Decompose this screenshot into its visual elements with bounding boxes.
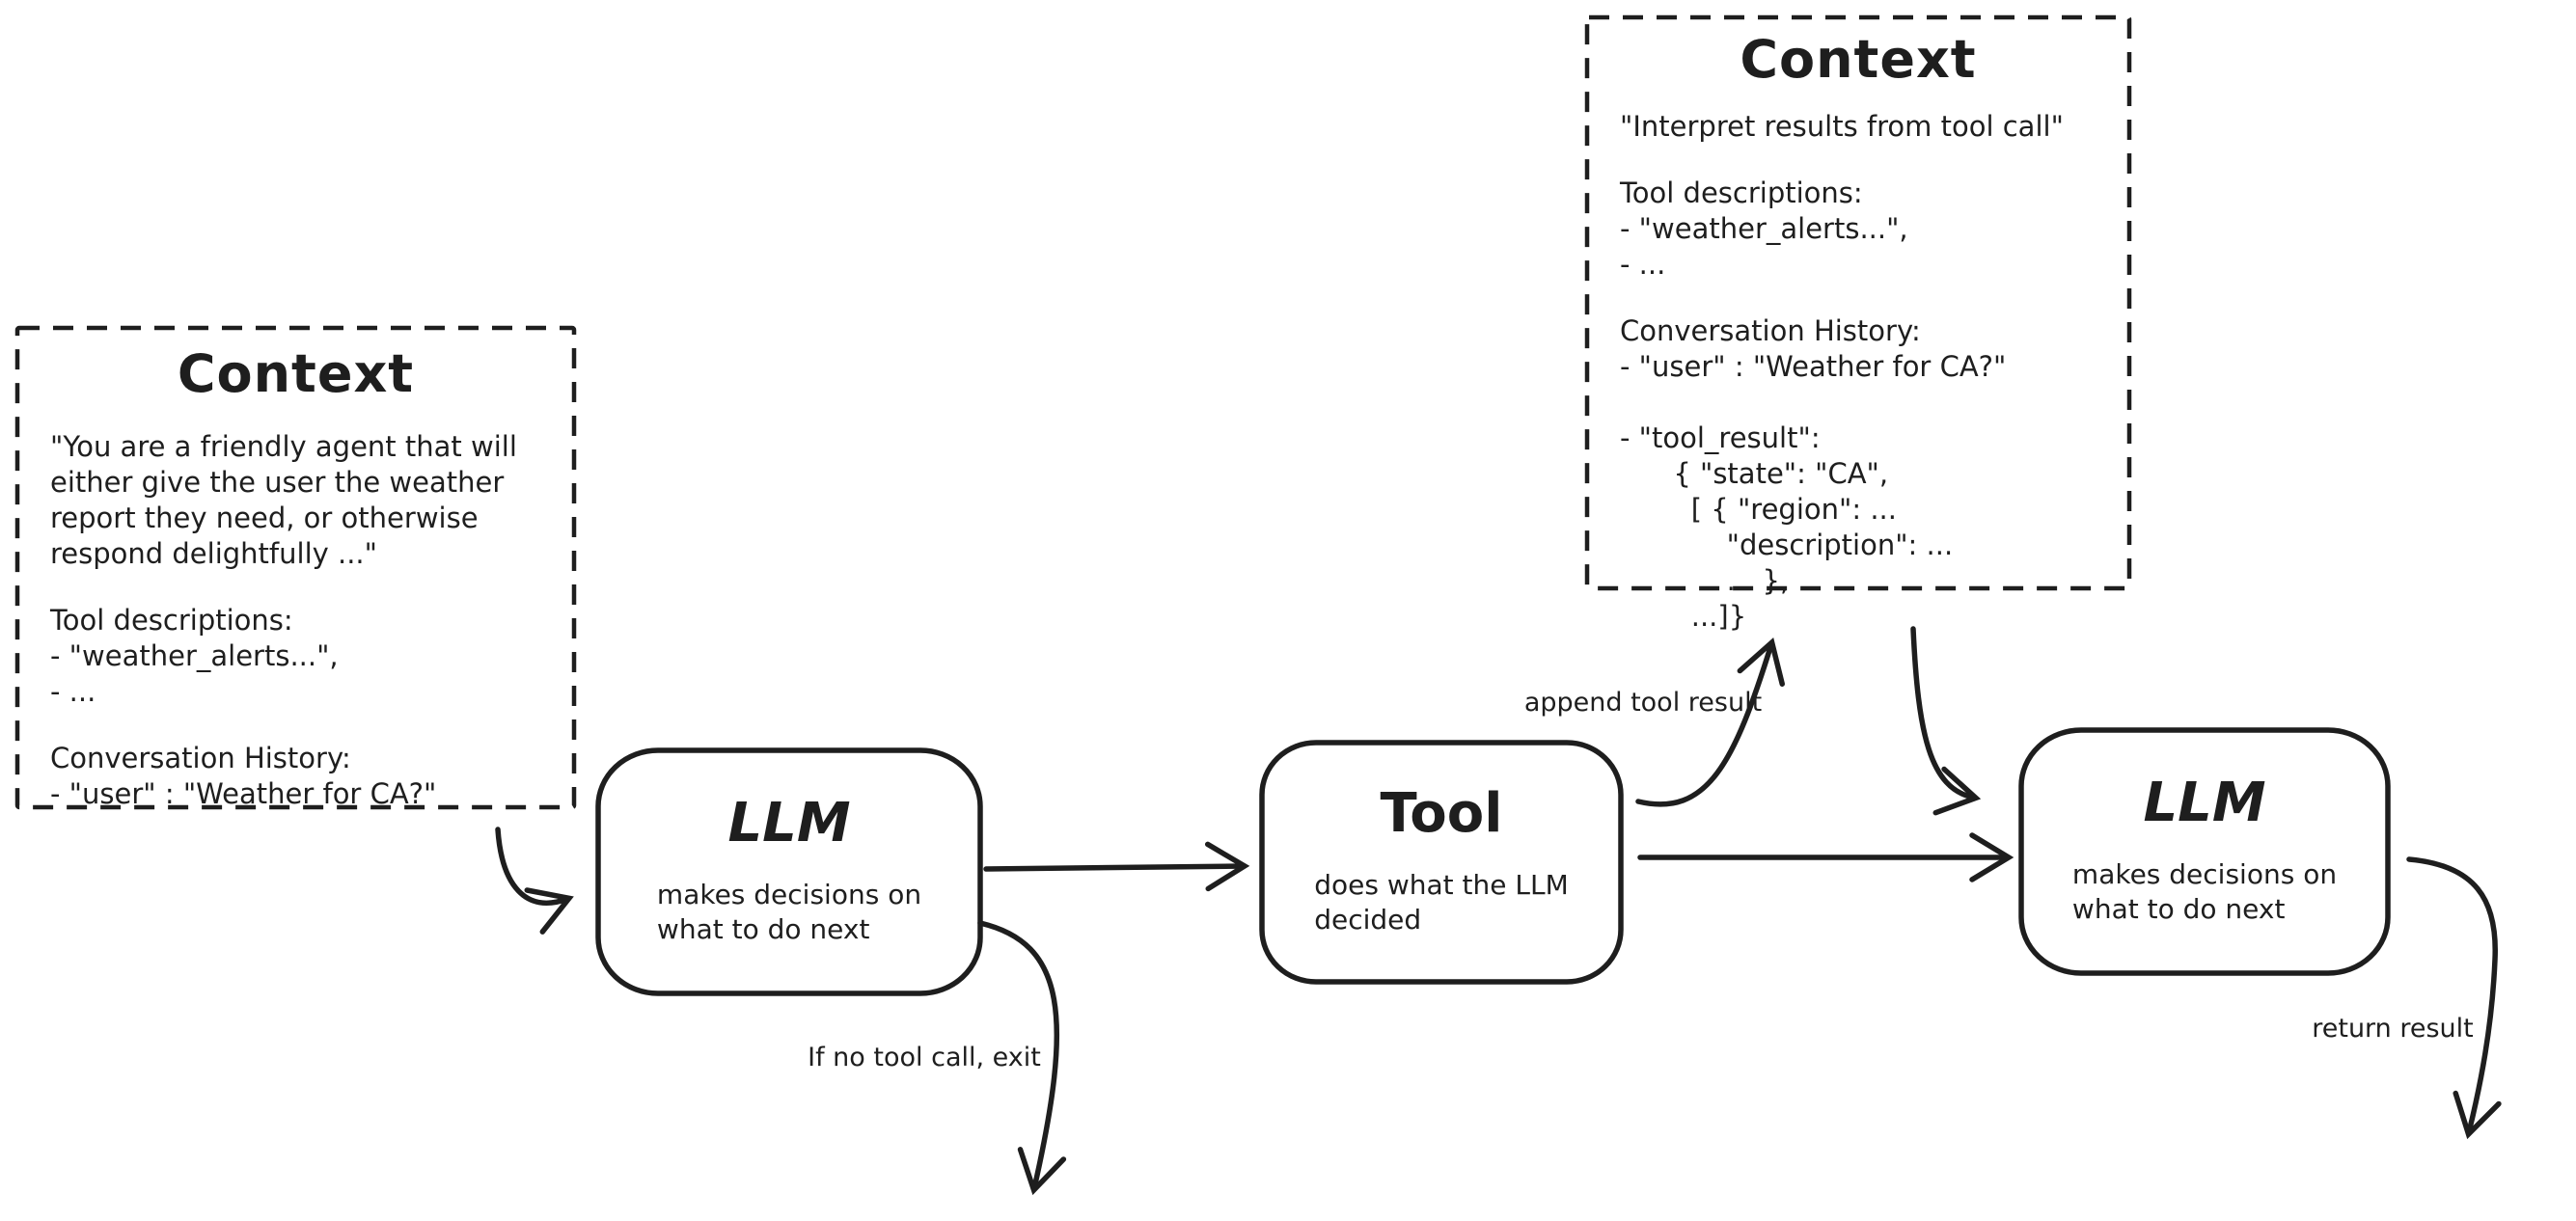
arrow-tool-to-context2 xyxy=(1635,638,1786,807)
left-context-title: Context xyxy=(177,343,415,404)
right-context-tool-descriptions: Tool descriptions: - "weather_alerts..."… xyxy=(1620,176,1908,281)
tool-node-border xyxy=(1259,740,1624,985)
llm2-node-title: LLM xyxy=(2143,772,2266,834)
right-context-box: Context "Interpret results from tool cal… xyxy=(1587,17,2129,633)
llm1-node-border xyxy=(595,747,983,996)
edge-label-return-result: return result xyxy=(2312,1014,2474,1044)
arrow-llm2-return xyxy=(2406,856,2502,1140)
right-context-conversation-history: Conversation History: - "user" : "Weathe… xyxy=(1620,314,2007,633)
llm2-node-border xyxy=(2018,727,2391,976)
arrow-context1-to-llm1 xyxy=(495,827,574,935)
left-context-box: Context "You are a friendly agent that w… xyxy=(17,328,574,810)
arrow-llm1-to-tool xyxy=(983,841,1250,892)
left-context-system-prompt: "You are a friendly agent that will eith… xyxy=(50,430,517,570)
right-context-system-prompt: "Interpret results from tool call" xyxy=(1620,110,2064,143)
left-context-tool-descriptions: Tool descriptions: - "weather_alerts..."… xyxy=(50,604,339,708)
tool-node: Tool does what the LLM decided xyxy=(1262,743,1621,982)
llm2-node-description: makes decisions on what to do next xyxy=(2071,858,2338,925)
llm1-node-description: makes decisions on what to do next xyxy=(656,879,922,945)
left-context-conversation-history: Conversation History: - "user" : "Weathe… xyxy=(50,742,437,810)
tool-node-title: Tool xyxy=(1380,782,1503,845)
right-context-box-border xyxy=(1584,14,2132,591)
edge-label-append-tool-result: append tool result xyxy=(1523,688,1763,718)
llm2-node: LLM makes decisions on what to do next xyxy=(2021,730,2388,973)
left-context-box-border xyxy=(14,325,577,810)
llm1-node: LLM makes decisions on what to do next xyxy=(598,750,980,993)
edge-label-if-no-tool-call-exit: If no tool call, exit xyxy=(808,1043,1041,1072)
right-context-title: Context xyxy=(1740,29,1977,90)
tool-node-description: does what the LLM decided xyxy=(1314,869,1569,936)
llm1-node-title: LLM xyxy=(727,792,851,855)
arrow-context2-to-llm2 xyxy=(1910,626,1982,816)
arrow-llm1-exit xyxy=(977,920,1067,1196)
